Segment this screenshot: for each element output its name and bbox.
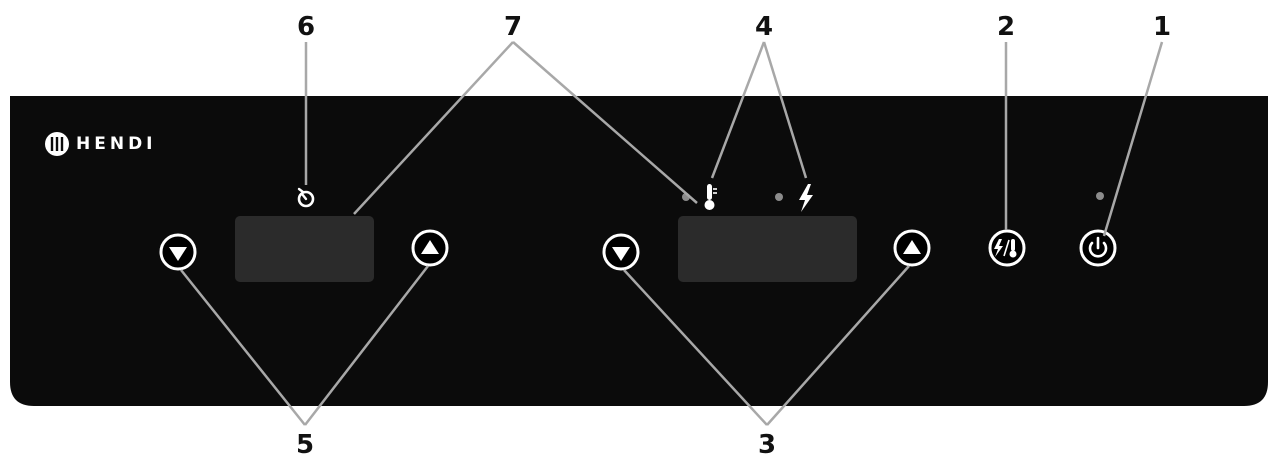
leader-line-4b bbox=[762, 41, 808, 179]
timer-display bbox=[235, 216, 374, 282]
leader-line-7a bbox=[353, 41, 514, 215]
brand-name: HENDI bbox=[76, 134, 157, 154]
leader-line-3b bbox=[766, 265, 910, 426]
leader-line-1 bbox=[1102, 41, 1164, 237]
brand: HENDI bbox=[44, 131, 157, 157]
leader-line-5a bbox=[180, 269, 306, 426]
callout-3: 3 bbox=[757, 430, 777, 460]
leader-line-4a bbox=[710, 41, 766, 179]
timer-down-button[interactable] bbox=[159, 233, 197, 271]
hendi-cutlery-logo-icon bbox=[45, 132, 69, 156]
leader-lines bbox=[180, 41, 1164, 426]
leader-line-5b bbox=[304, 265, 429, 426]
callout-6: 6 bbox=[296, 12, 316, 42]
timer-up-button[interactable] bbox=[411, 229, 449, 267]
mode-switch-button[interactable] bbox=[988, 229, 1026, 267]
callout-5: 5 bbox=[295, 430, 315, 460]
arrow-up-icon bbox=[421, 240, 439, 254]
power-temperature-switch-icon bbox=[994, 239, 1017, 258]
leader-line-3a bbox=[623, 269, 768, 426]
callout-2: 2 bbox=[996, 12, 1016, 42]
callout-7: 7 bbox=[503, 12, 523, 42]
callout-4: 4 bbox=[754, 12, 774, 42]
level-up-button[interactable] bbox=[893, 229, 931, 267]
on-off-button[interactable] bbox=[1079, 229, 1117, 267]
thermometer-icon bbox=[704, 184, 717, 210]
callout-1: 1 bbox=[1152, 12, 1172, 42]
power-temperature-display bbox=[678, 216, 857, 282]
level-down-button[interactable] bbox=[602, 233, 640, 271]
lightning-icon bbox=[799, 184, 813, 212]
leader-line-7b bbox=[512, 41, 698, 204]
arrow-up-icon bbox=[903, 240, 921, 254]
power-indicator-light bbox=[775, 193, 783, 201]
on-off-indicator-light bbox=[1096, 192, 1104, 200]
arrow-down-icon bbox=[169, 247, 187, 261]
arrow-down-icon bbox=[612, 247, 630, 261]
power-icon bbox=[1088, 236, 1108, 258]
timer-icon bbox=[297, 187, 315, 208]
